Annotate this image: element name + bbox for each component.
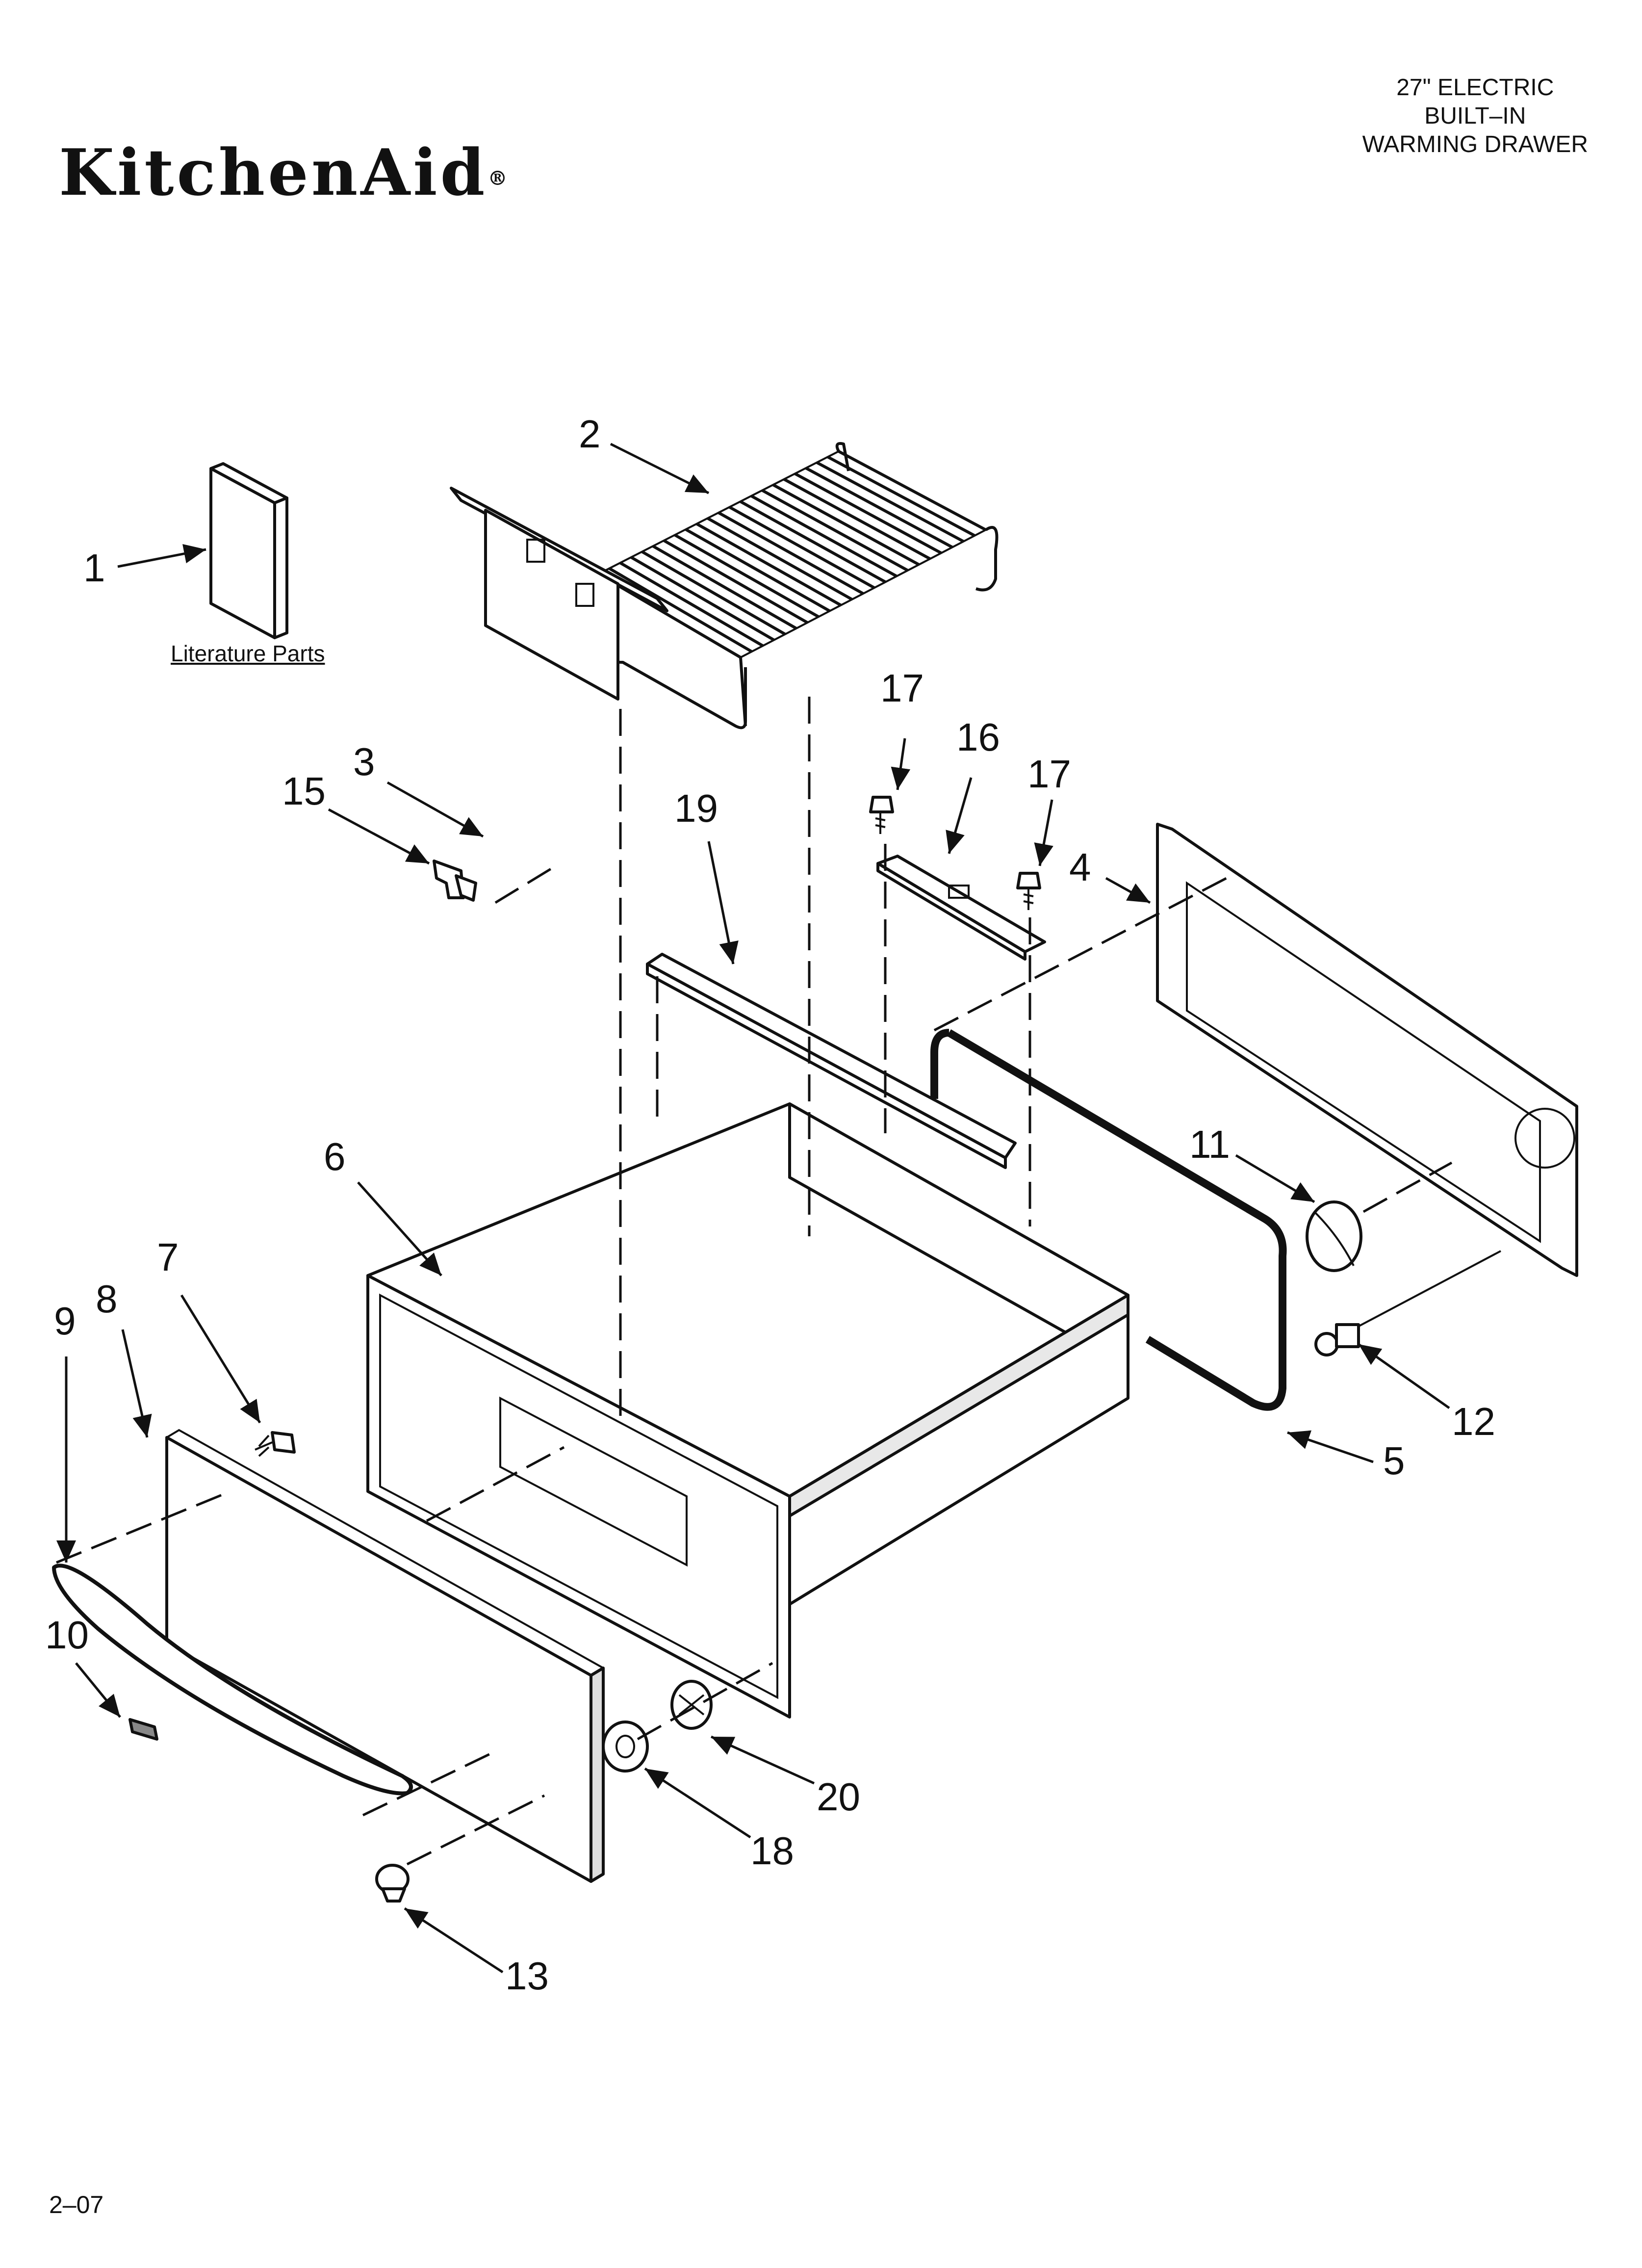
callout-16: 16 [956, 715, 1000, 759]
callout-20: 20 [817, 1775, 860, 1819]
model-line-1: 27" ELECTRIC [1396, 75, 1554, 101]
callout-11: 11 [1189, 1122, 1230, 1166]
knob-cap [375, 1864, 410, 1903]
rack-bar [761, 489, 909, 572]
rack-bar [740, 500, 886, 583]
callout-18: 18 [750, 1829, 794, 1873]
brand-logo: KitchenAid® [59, 135, 510, 210]
screw-right [1016, 872, 1041, 910]
callout-4: 4 [1069, 845, 1091, 889]
registered-mark: ® [487, 167, 511, 190]
callout-10: 10 [45, 1613, 89, 1657]
callout-leaders [56, 443, 1450, 1974]
rack-bar [772, 483, 920, 566]
handle-pad [128, 1718, 158, 1741]
rack-bar [674, 533, 820, 618]
rack-bar [619, 561, 764, 647]
switch-nut [670, 1680, 713, 1730]
probe-plug [1314, 1250, 1501, 1356]
callout-13: 13 [505, 1954, 549, 1998]
rack-bar [718, 511, 864, 595]
bracket-plate [450, 487, 668, 701]
rack-bar [750, 495, 898, 578]
model-line-3: WARMING DRAWER [1362, 131, 1588, 157]
wire-rack [590, 442, 999, 730]
clip [433, 860, 477, 902]
model-title: 27" ELECTRIC BUILT–IN WARMING DRAWER [1362, 74, 1588, 159]
callout-labels: 1 2 3 4 5 6 7 8 9 10 11 12 13 15 16 17 1… [45, 412, 1495, 1998]
callout-6: 6 [324, 1135, 346, 1178]
callout-8: 8 [96, 1277, 118, 1321]
control-bracket [876, 855, 1046, 961]
rack-bar [630, 556, 775, 642]
callout-17-right: 17 [1027, 752, 1071, 796]
rack-bar [652, 545, 797, 630]
rack-bar [695, 522, 842, 607]
callout-17-left: 17 [880, 666, 924, 710]
callout-19: 19 [674, 786, 718, 830]
panel-screw [255, 1431, 296, 1457]
callout-9: 9 [54, 1299, 76, 1343]
rack-bar [608, 567, 753, 653]
assembly-lines [56, 697, 1453, 1866]
drawer-body [366, 1102, 1129, 1719]
callout-3: 3 [353, 740, 375, 783]
front-panel [165, 1429, 605, 1883]
bezel-ring [602, 1721, 649, 1773]
footer-code: 2–07 [49, 2191, 104, 2218]
screw-left [869, 796, 894, 834]
callout-15: 15 [282, 769, 326, 813]
rack-bar [707, 517, 853, 601]
rack-bar [641, 550, 786, 636]
rack-bar [685, 528, 831, 613]
rack-bar [838, 450, 987, 531]
callout-2: 2 [579, 412, 601, 456]
callout-7: 7 [157, 1235, 179, 1279]
control-knob [1306, 1200, 1362, 1272]
door-gasket [930, 1029, 1287, 1411]
model-line-2: BUILT–IN [1424, 103, 1526, 129]
rack-bar [827, 455, 975, 537]
brand-name: KitchenAid [59, 135, 488, 210]
rack-bar [805, 467, 953, 549]
callout-12: 12 [1452, 1400, 1495, 1443]
rear-panel [1156, 823, 1578, 1277]
rack-bar [663, 539, 808, 624]
rack-bar [794, 472, 942, 554]
rack-bar [783, 478, 931, 560]
callout-1: 1 [83, 546, 105, 590]
callout-5: 5 [1383, 1439, 1405, 1483]
rack-bar [728, 506, 875, 589]
literature-parts-label: Literature Parts [171, 641, 325, 666]
literature-booklet [209, 462, 288, 639]
rack-bar [816, 461, 964, 543]
